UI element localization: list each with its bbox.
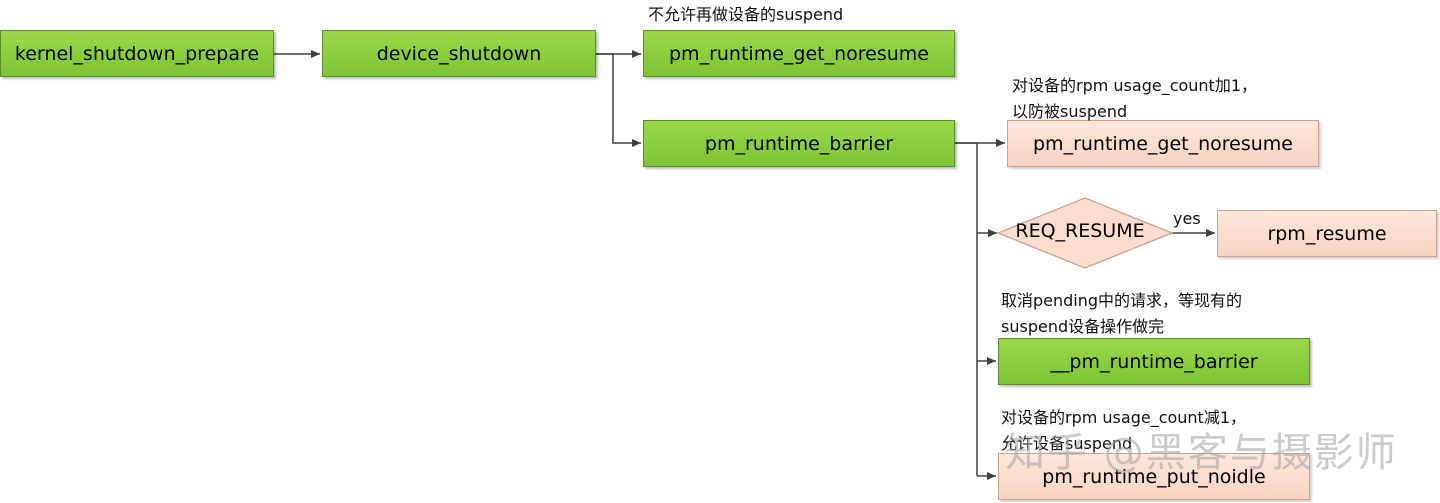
- note-line: 对设备的rpm usage_count减1，: [1001, 408, 1247, 427]
- req-resume-label: REQ_RESUME: [1015, 220, 1145, 242]
- note-line: 对设备的rpm usage_count加1，: [1012, 76, 1258, 95]
- node-label: device_shutdown: [376, 42, 542, 65]
- note-line: 取消pending中的请求，等现有的: [1001, 291, 1243, 310]
- node-rpm-resume: rpm_resume: [1217, 210, 1437, 257]
- node-label: pm_runtime_get_noresume: [669, 42, 929, 65]
- node-device-shutdown: device_shutdown: [322, 30, 596, 77]
- node-pm-runtime-get-noresume-1: pm_runtime_get_noresume: [643, 30, 955, 77]
- watermark: 知乎 @黑客与摄影师: [1005, 430, 1398, 476]
- node-label: pm_runtime_barrier: [704, 132, 894, 155]
- note-dec-usage: 对设备的rpm usage_count减1， 允许设备suspend: [1001, 405, 1246, 457]
- node-kernel-shutdown-prepare: kernel_shutdown_prepare: [0, 30, 274, 77]
- node-label: pm_runtime_get_noresume: [1033, 132, 1293, 155]
- node-label: kernel_shutdown_prepare: [14, 42, 260, 65]
- note-line: 允许设备suspend: [1001, 434, 1133, 453]
- node-pm-runtime-put-noidle: pm_runtime_put_noidle: [998, 453, 1310, 500]
- note-line: suspend设备操作做完: [1001, 317, 1165, 336]
- req-resume-diamond: [996, 197, 1174, 269]
- node-label: rpm_resume: [1267, 222, 1387, 245]
- node-pm-runtime-barrier: pm_runtime_barrier: [643, 120, 955, 167]
- note-no-suspend: 不允许再做设备的suspend: [648, 5, 844, 24]
- note-cancel-pending: 取消pending中的请求，等现有的 suspend设备操作做完: [1001, 288, 1242, 340]
- node-label: __pm_runtime_barrier: [1050, 350, 1258, 373]
- node-pm-runtime-barrier-inner: __pm_runtime_barrier: [998, 338, 1310, 385]
- arrow-device-to-barrier: [596, 53, 641, 147]
- note-inc-usage: 对设备的rpm usage_count加1， 以防被suspend: [1012, 73, 1257, 125]
- edge-label-yes: yes: [1173, 209, 1201, 228]
- node-label: pm_runtime_put_noidle: [1042, 465, 1266, 488]
- node-pm-runtime-get-noresume-2: pm_runtime_get_noresume: [1007, 120, 1319, 167]
- note-line: 以防被suspend: [1012, 102, 1128, 121]
